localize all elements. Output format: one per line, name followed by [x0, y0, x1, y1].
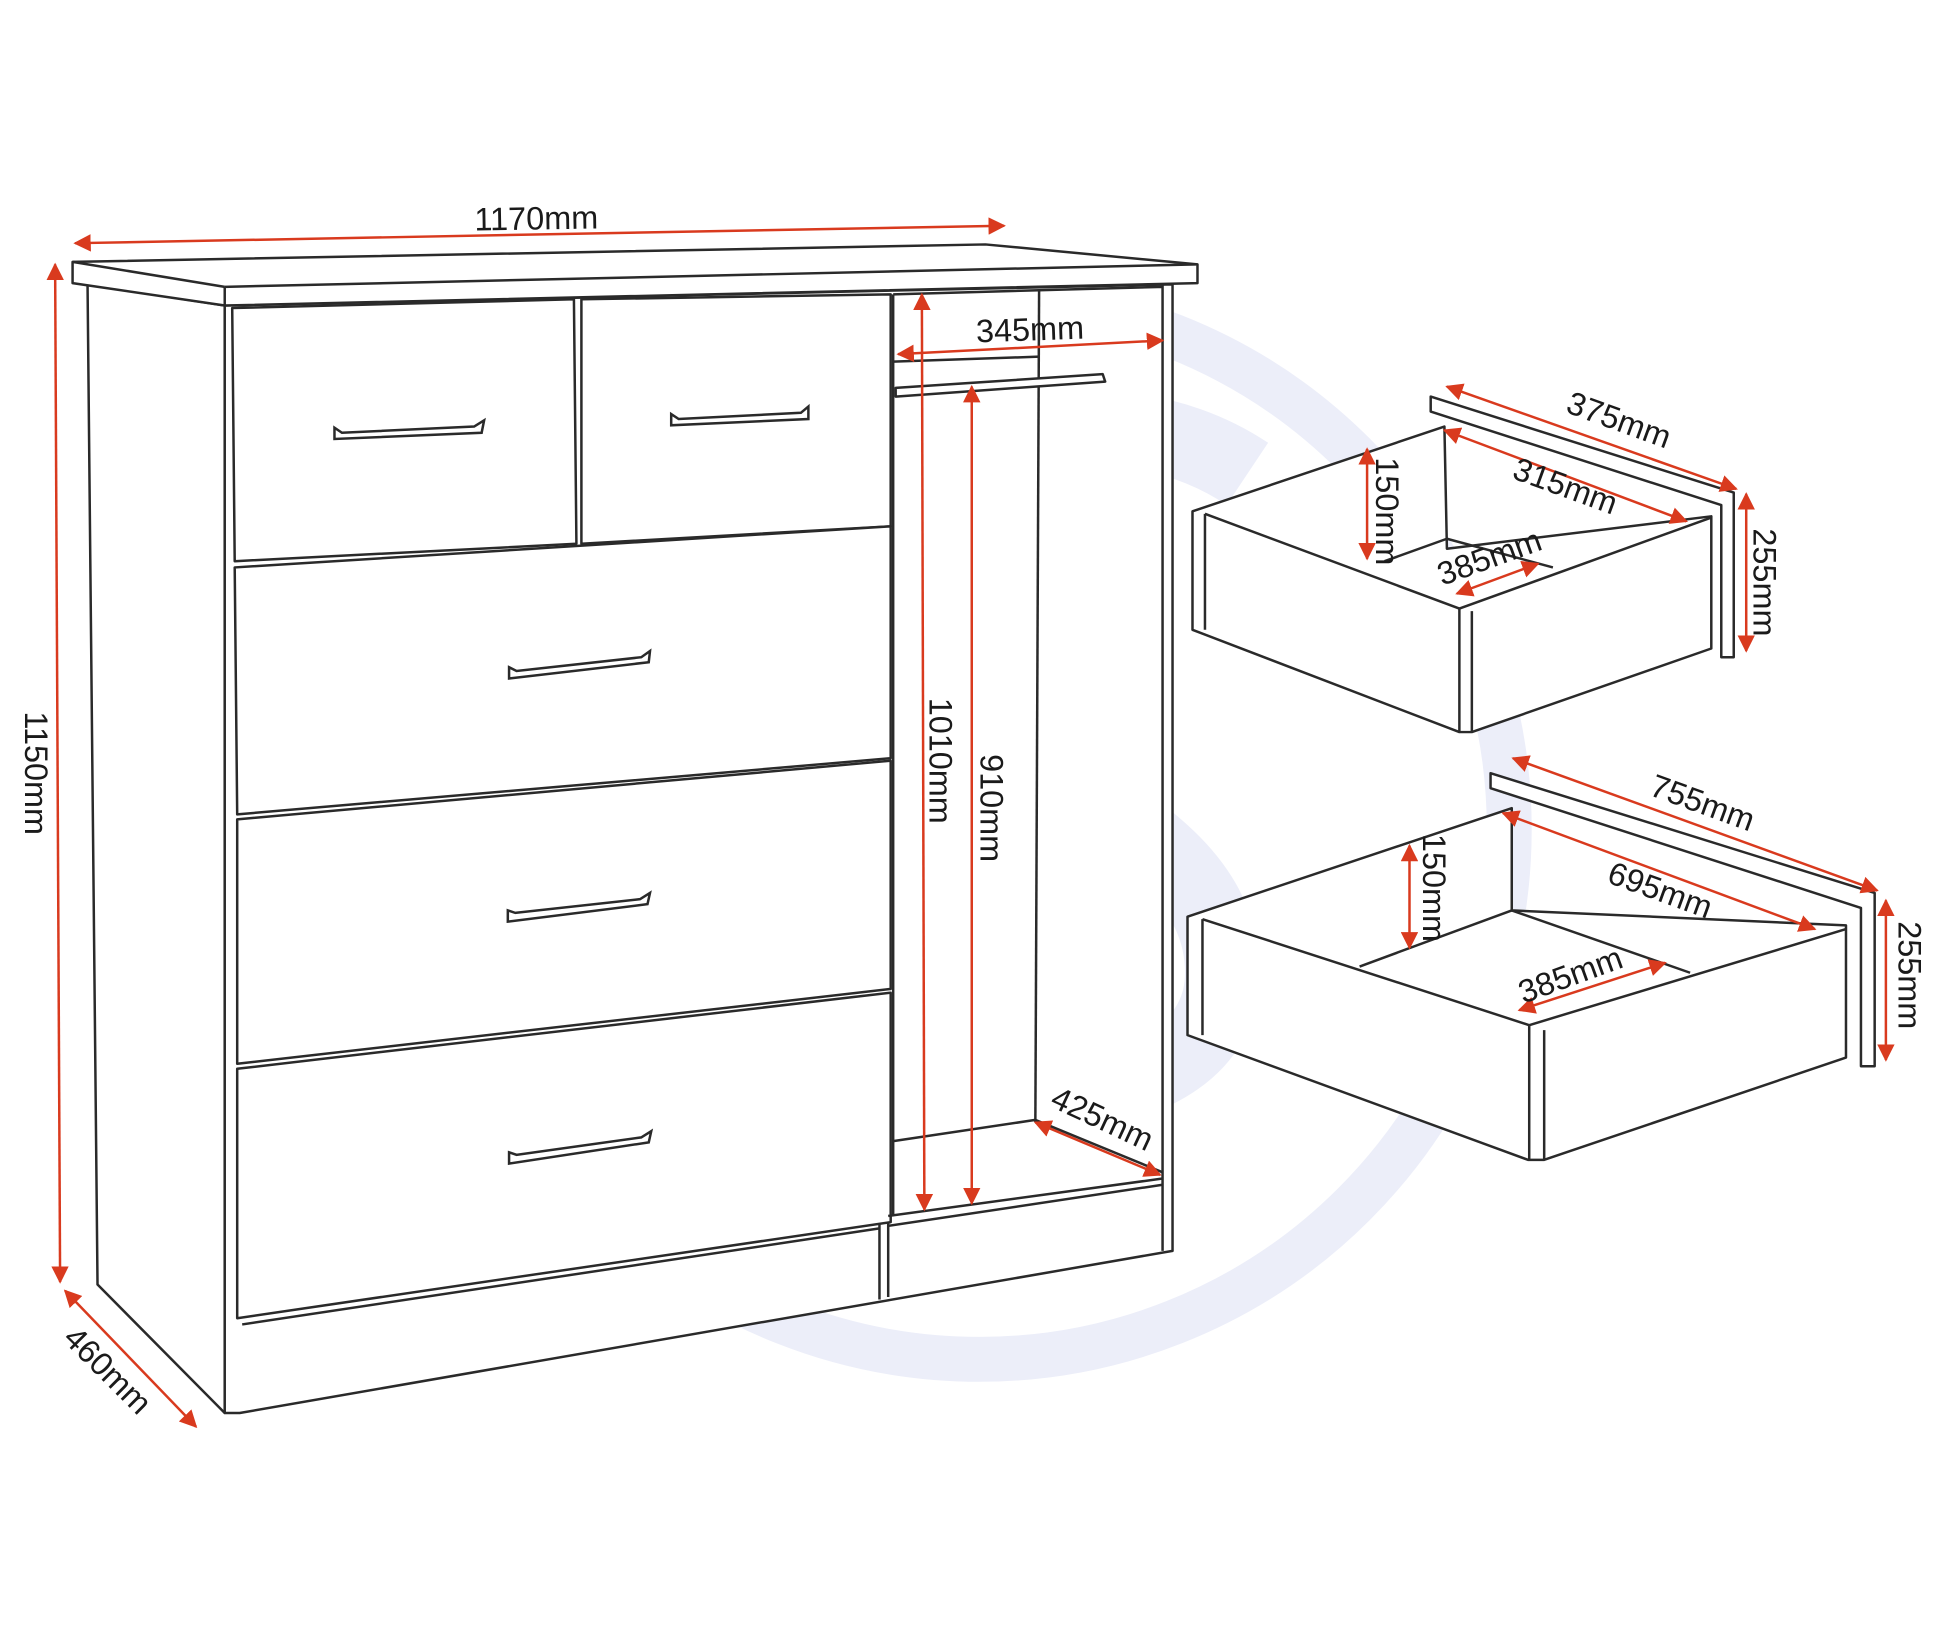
width-label: 1170mm	[474, 199, 598, 237]
small-drawer-inner-height: 150mm	[1369, 457, 1405, 565]
door-inner-height-label: 1010mm	[922, 698, 958, 824]
small-drawer-front-height: 255mm	[1747, 528, 1783, 636]
large-drawer-front-height: 255mm	[1891, 921, 1927, 1029]
side-panel	[86, 283, 226, 1415]
large-drawer-inner-height: 150mm	[1416, 834, 1452, 942]
drawer-4	[235, 759, 892, 1066]
drawer-3	[233, 525, 892, 816]
hanging-rail	[894, 372, 1107, 398]
drawer-2	[580, 293, 892, 545]
door-inner-width-label: 345mm	[975, 310, 1084, 350]
height-label: 1150mm	[18, 711, 54, 835]
hanging-height-label: 910mm	[973, 754, 1009, 862]
dimension-arrows	[46, 217, 1895, 1428]
drawer-handles	[333, 403, 810, 1166]
cabinet-drawing	[71, 243, 1199, 1415]
